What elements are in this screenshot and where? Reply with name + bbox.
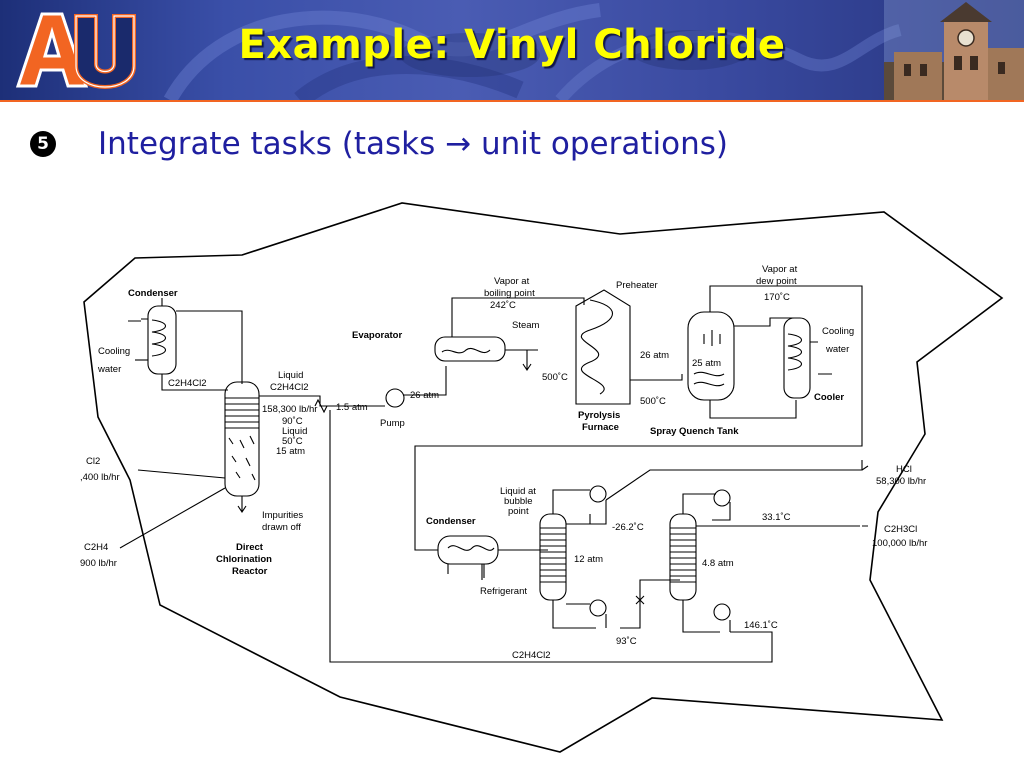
label-furnace-temp-left: 500˚C <box>542 372 568 383</box>
label-reactor-1: Direct <box>236 542 264 553</box>
label-furnace-temp-bottom: 500˚C <box>640 396 666 407</box>
label-quench-pressure: 25 atm <box>692 358 721 369</box>
bullet-text: Integrate tasks (tasks → unit operations… <box>98 126 728 162</box>
label-pressure-1-5: 1.5 atm <box>336 402 368 413</box>
label-bubble-3: point <box>508 506 529 517</box>
label-top-condenser: Condenser <box>128 288 178 299</box>
diagram-border <box>83 202 1004 753</box>
label-col1-pressure: 12 atm <box>574 554 603 565</box>
label-c2h4cl2-top: C2H4Cl2 <box>168 378 207 389</box>
label-bottom-condenser: Condenser <box>426 516 476 527</box>
label-bubble-2: bubble <box>504 496 533 507</box>
label-cooling-water-2: water <box>97 364 121 375</box>
label-vapor-boiling-1: Vapor at <box>494 276 530 287</box>
label-vapor-boiling-3: 242˚C <box>490 300 516 311</box>
label-temp-146: 146.1˚C <box>744 620 778 631</box>
label-cl2-flow: ,400 lb/hr <box>80 472 120 483</box>
label-pressure-26-pump: 26 atm <box>410 390 439 401</box>
label-liquid-50c-1: Liquid <box>282 426 307 437</box>
label-vc: C2H3Cl <box>884 524 917 535</box>
label-liquid: Liquid <box>278 370 303 381</box>
au-logo <box>15 12 136 89</box>
label-refrigerant: Refrigerant <box>480 586 527 597</box>
page-title: Example: Vinyl Chloride <box>238 22 786 68</box>
label-furnace-1: Pyrolysis <box>578 410 620 421</box>
pump <box>385 388 405 408</box>
label-preheater: Preheater <box>616 280 658 291</box>
label-liquid-50c-3: 15 atm <box>276 446 305 457</box>
number-five-icon: 5 <box>30 131 56 157</box>
header-banner: Example: Vinyl Chloride <box>0 0 1024 102</box>
cooler <box>783 317 811 399</box>
label-hcl-flow: 58,300 lb/hr <box>876 476 926 487</box>
label-col2-pressure: 4.8 atm <box>702 558 734 569</box>
pyrolysis-furnace <box>575 289 631 405</box>
banner-accent-line <box>0 100 1024 102</box>
bullet-item: 5 Integrate tasks (tasks → unit operatio… <box>30 122 728 166</box>
evaporator <box>434 336 506 362</box>
label-cooler: Cooler <box>814 392 844 403</box>
label-evaporator: Evaporator <box>352 330 402 341</box>
label-reactor-2: Chlorination <box>216 554 272 565</box>
label-steam: Steam <box>512 320 540 331</box>
label-temp-93: 93˚C <box>616 636 637 647</box>
label-reactor-3: Reactor <box>232 566 268 577</box>
label-c2h4-flow: 900 lb/hr <box>80 558 117 569</box>
label-vapor-dew-1: Vapor at <box>762 264 798 275</box>
label-vapor-dew-2: dew point <box>756 276 797 287</box>
label-spray-quench-tank: Spray Quench Tank <box>650 426 739 437</box>
label-temp-33: 33.1˚C <box>762 512 791 523</box>
label-c2h4: C2H4 <box>84 542 108 553</box>
label-cooling-water-right-1: Cooling <box>822 326 854 337</box>
label-bubble-1: Liquid at <box>500 486 536 497</box>
clock-tower-image <box>884 0 1024 100</box>
label-furnace-2: Furnace <box>582 422 619 433</box>
label-liquid-c2h4cl2: C2H4Cl2 <box>270 382 309 393</box>
label-hcl: HCl <box>896 464 912 475</box>
label-impurities-1: Impurities <box>262 510 303 521</box>
label-pump: Pump <box>380 418 405 429</box>
banner-swirl-pattern <box>163 3 902 100</box>
label-temp-neg26: -26.2˚C <box>612 522 644 533</box>
label-vapor-dew-3: 170˚C <box>764 292 790 303</box>
label-cl2: Cl2 <box>86 456 100 467</box>
label-furnace-pressure: 26 atm <box>640 350 669 361</box>
spray-quench-tank <box>687 311 735 401</box>
label-liquid-50c-2: 50˚C <box>282 436 303 447</box>
label-temp-90c: 90˚C <box>282 416 303 427</box>
label-impurities-2: drawn off <box>262 522 301 533</box>
label-cooling-water-right-2: water <box>825 344 849 355</box>
label-vc-flow: 100,000 lb/hr <box>872 538 927 549</box>
label-cooling-water-1: Cooling <box>98 346 130 357</box>
label-recycle: C2H4Cl2 <box>512 650 551 661</box>
label-flow-158300: 158,300 lb/hr <box>262 404 317 415</box>
label-vapor-boiling-2: boiling point <box>484 288 535 299</box>
